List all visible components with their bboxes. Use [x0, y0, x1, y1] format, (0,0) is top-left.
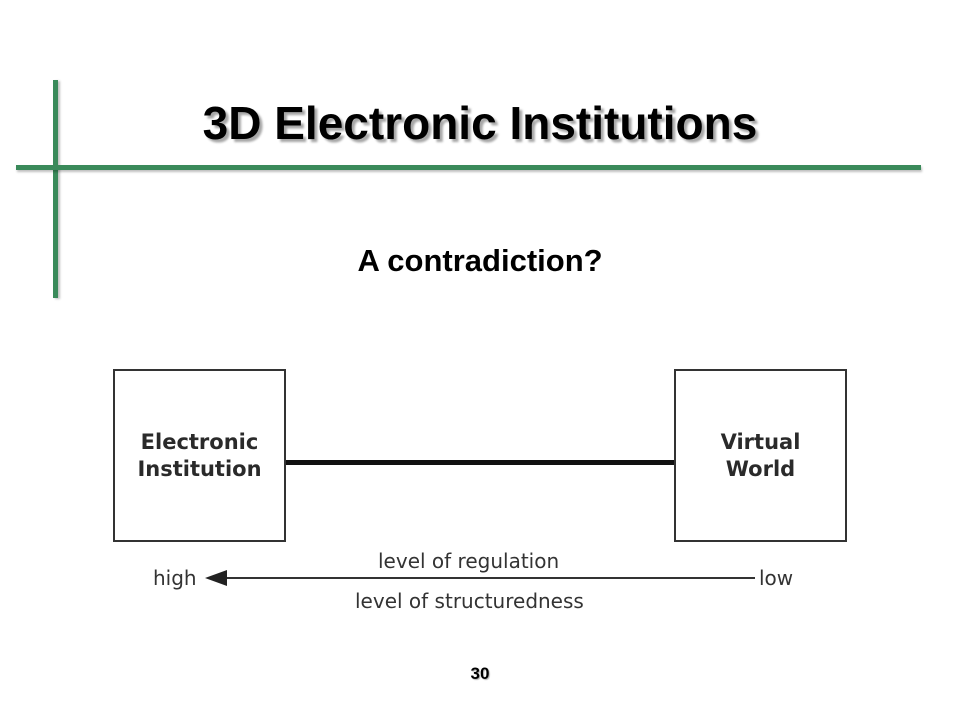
- electronic-institution-box: Electronic Institution: [113, 369, 286, 542]
- label-level-of-regulation: level of regulation: [378, 549, 560, 573]
- connector-line: [286, 460, 674, 465]
- slide-subtitle: A contradiction?: [357, 243, 603, 278]
- scale-arrow-left-icon: [205, 570, 755, 586]
- decorative-vertical-rule: [53, 80, 58, 298]
- page-number: 30: [470, 664, 490, 683]
- label-high: high: [153, 566, 197, 590]
- slide-title: 3D Electronic Institutions: [202, 97, 758, 149]
- virtual-world-box: Virtual World: [674, 369, 847, 542]
- label-level-of-structuredness: level of structuredness: [355, 589, 584, 613]
- label-low: low: [759, 566, 794, 590]
- decorative-horizontal-rule: [16, 165, 921, 170]
